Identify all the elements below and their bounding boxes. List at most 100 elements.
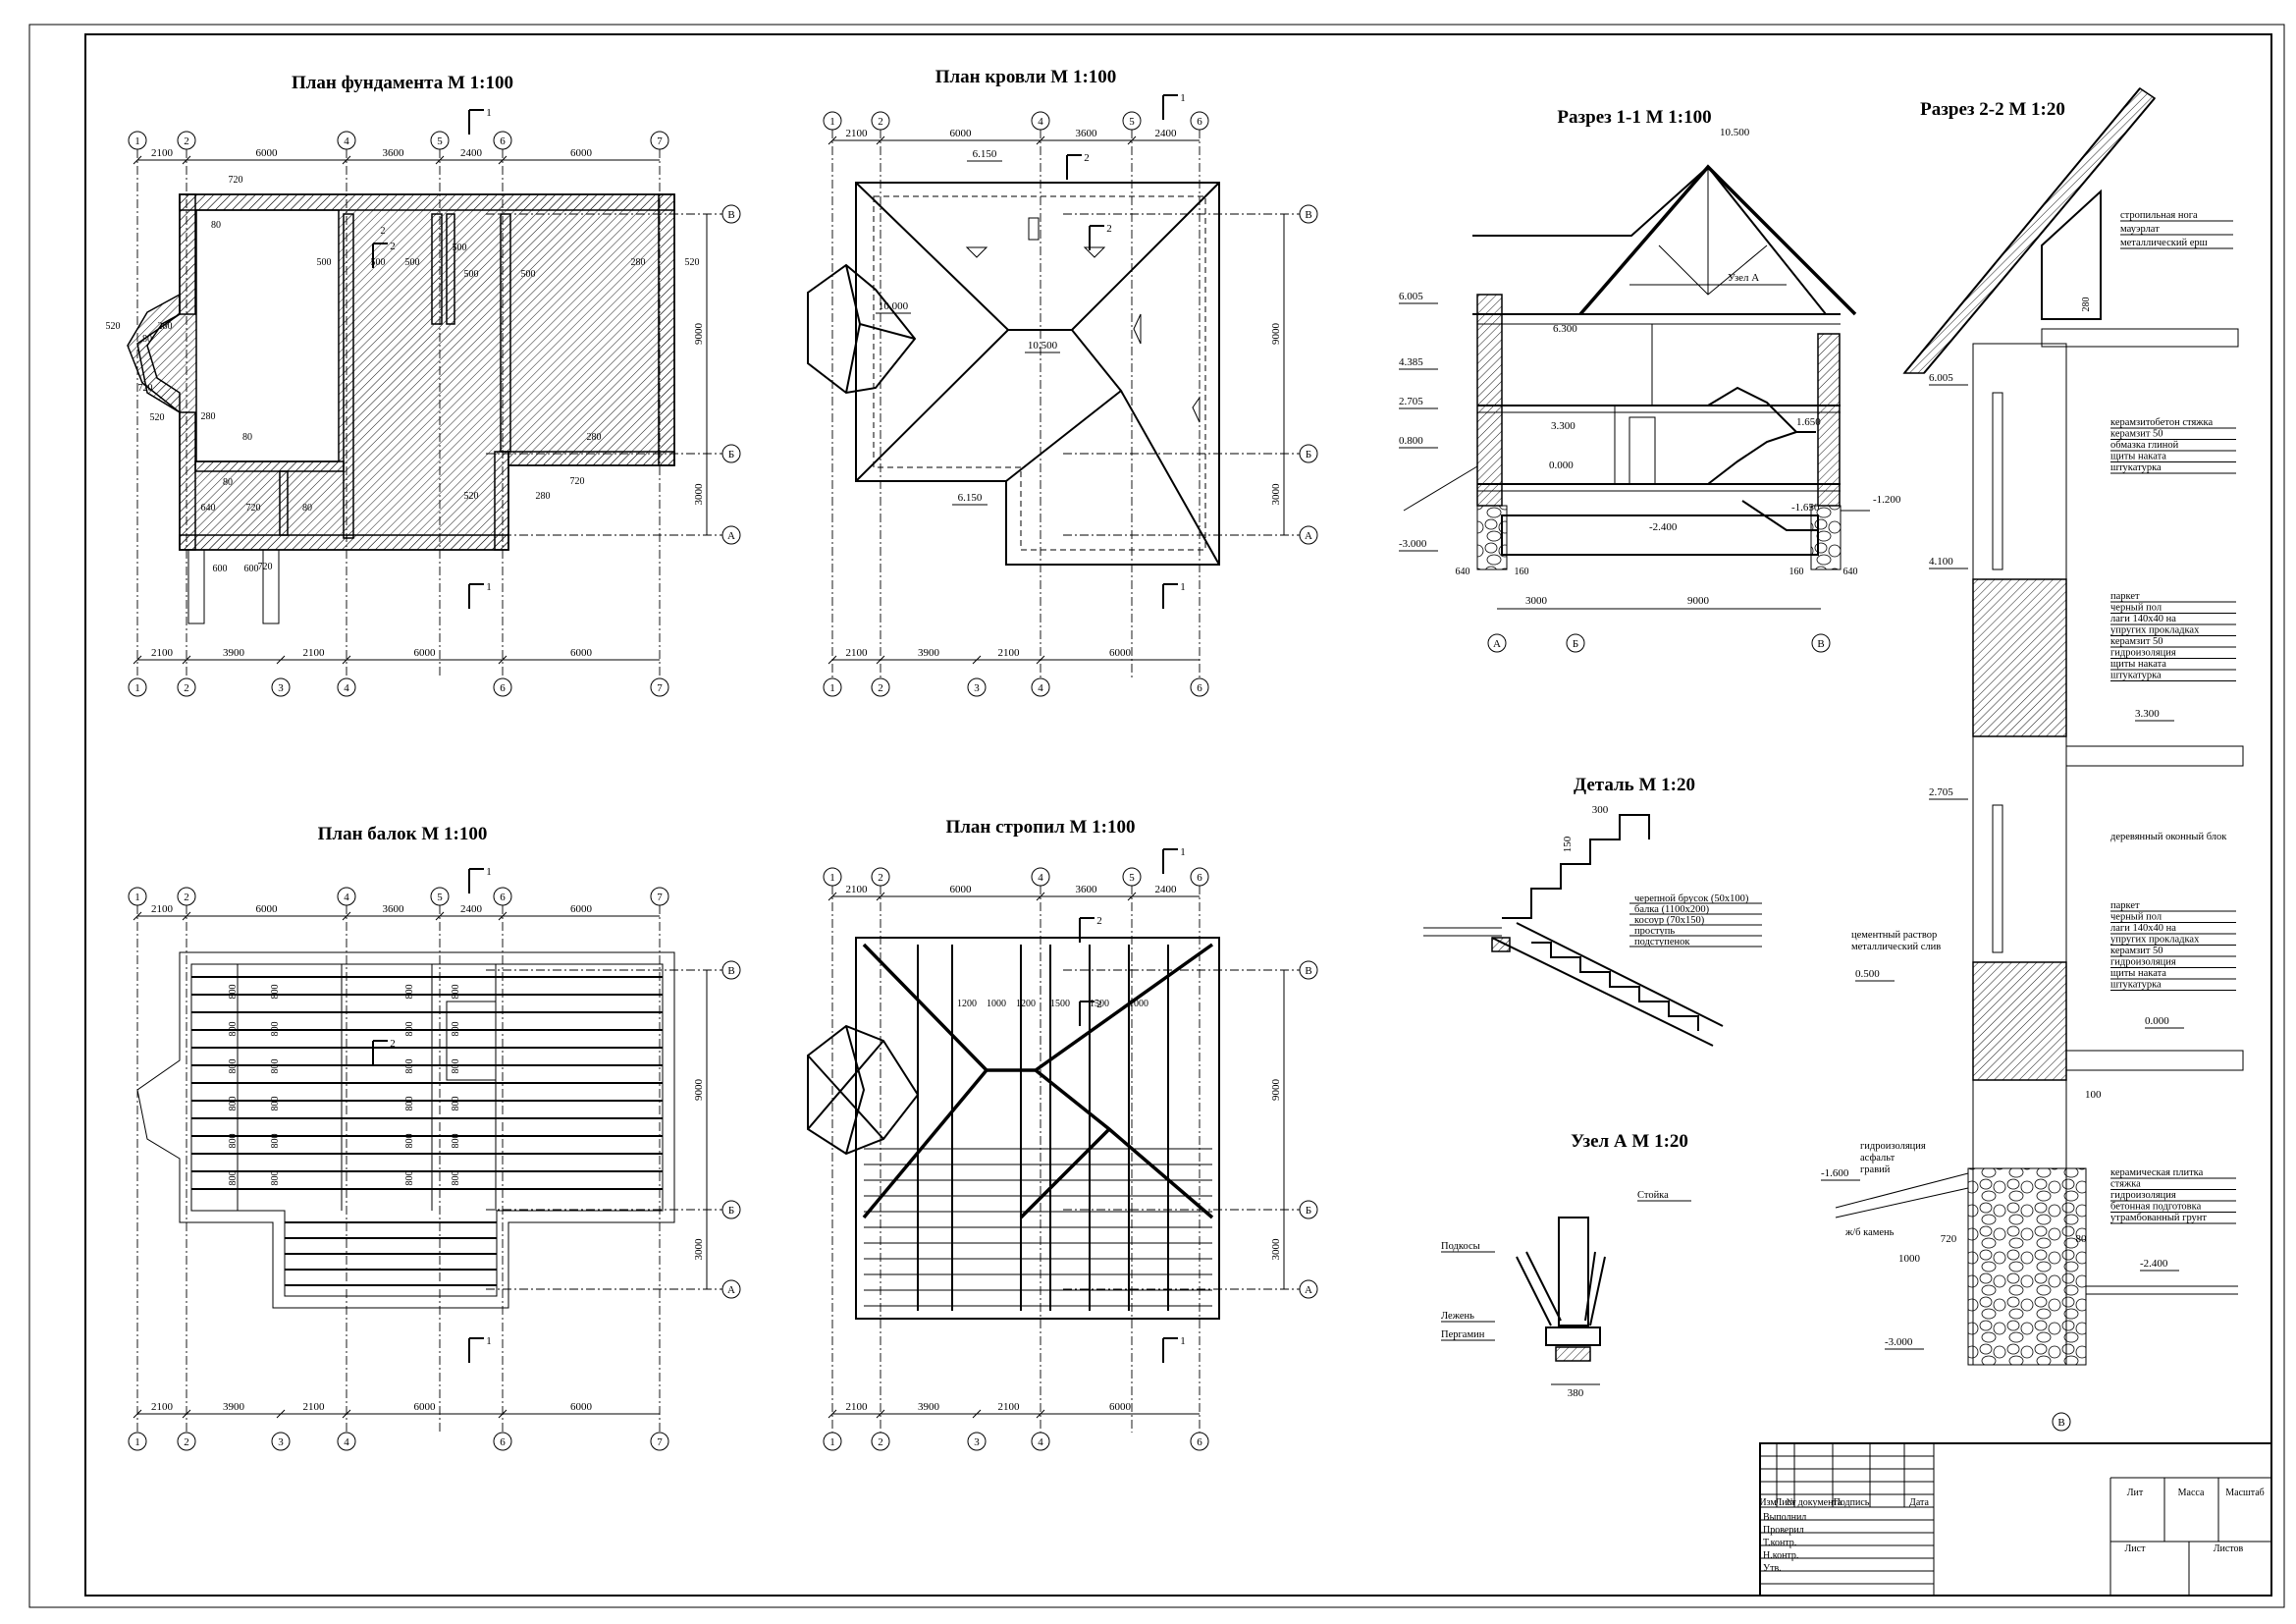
tick (1127, 892, 1137, 901)
tick (876, 655, 885, 665)
tick (133, 655, 142, 665)
axis-row-label: А (727, 530, 735, 542)
dim-bottom: 2100 (998, 1401, 1021, 1413)
detail-layer-label: черепной брусок (50x100) (1634, 893, 1749, 904)
stamp-row-label: Проверил (1763, 1525, 1804, 1536)
node-a: Узел А М 1:20 СтойкаПодкосыЛеженьПергами… (1441, 1131, 1691, 1399)
sec22-layer-3: керамзит 50 (2110, 946, 2163, 956)
foundation-dim-label: 600 (244, 564, 259, 574)
tick (876, 892, 885, 901)
axis-bottom-circle (1190, 1432, 1209, 1451)
beam-spacing-label: 800 (404, 1097, 415, 1111)
sec22-elevation: 6.005 (1929, 372, 1953, 384)
sec22-layer-3: штукатурка (2110, 980, 2162, 991)
tick (498, 655, 507, 665)
tick (972, 655, 982, 665)
axis-bottom-label: 6 (500, 1436, 506, 1448)
roof-elevation: 6.150 (958, 492, 983, 504)
foundation-dim-label: 500 (521, 269, 536, 280)
stamp-grid-right (1933, 1443, 2271, 1596)
stamp-col-header: Подпись (1834, 1497, 1870, 1508)
dim-top: 6000 (950, 128, 973, 139)
axis-bottom-label: 2 (878, 1436, 883, 1448)
section11-rafters (1578, 164, 1857, 316)
dim-vertical-2: 3000 (693, 483, 705, 506)
stamp-col-header: Лист (1776, 1497, 1797, 1508)
foundation-wall-left-bottom (179, 411, 196, 551)
axis-bottom-label: 1 (829, 682, 835, 694)
beam-spacing-label: 800 (270, 1022, 281, 1037)
foundation-dim-label: 500 (453, 243, 467, 253)
axis-top-label: 4 (344, 892, 349, 903)
sec22-layer-1: штукатурка (2110, 462, 2162, 473)
sec22-layer-2: штукатурка (2110, 671, 2162, 681)
outer-frame (28, 24, 2285, 1608)
tick (342, 911, 351, 921)
axis-bottom-circle (967, 677, 987, 697)
axis-bottom-label: 7 (657, 1436, 663, 1448)
sec11-elev-right: -1.200 (1873, 494, 1901, 506)
sec22-elevation: 3.300 (2135, 708, 2160, 720)
dim-top: 6000 (256, 147, 279, 159)
dim-bottom: 3900 (918, 647, 940, 659)
section11-stair (1707, 386, 1818, 531)
axis-bottom-circle (493, 677, 512, 697)
tick (1036, 892, 1045, 901)
section11-lean-to (1472, 165, 1829, 315)
sec22-floor-layer: бетонная подготовка (2110, 1202, 2202, 1213)
section11-door (1629, 416, 1656, 485)
axis-bottom-label: 4 (344, 682, 349, 694)
sec22-cement-label: металлический слив (1851, 942, 1941, 952)
dim-top: 2400 (1155, 884, 1178, 895)
foundation-cut-marks: 1 1 2 (372, 107, 492, 609)
sec22-axis-circle (2052, 1412, 2071, 1432)
section11-title: Разрез 1-1 М 1:100 (1557, 107, 1711, 128)
sec22-layer-3: черный пол (2110, 912, 2162, 923)
axis-top-label: 6 (1197, 116, 1202, 128)
axis-row-label: В (727, 965, 734, 977)
cut-label: 1 (486, 866, 492, 878)
axis-bottom-circle (493, 1432, 512, 1451)
axis-bottom-circle (650, 677, 669, 697)
beam-spacing-label: 800 (228, 1097, 239, 1111)
foundation-dim-label: 80 (242, 432, 252, 443)
cut-label: 1 (1180, 1335, 1186, 1347)
axis-bottom-label: 6 (1197, 1436, 1202, 1448)
dim-vertical-2: 3000 (1270, 1238, 1282, 1261)
sec22-dim-100: 100 (2085, 1089, 2102, 1101)
foundation-dim-label: 500 (371, 257, 386, 268)
sec22-layer-1: щиты наката (2110, 452, 2166, 462)
dim-bottom: 2100 (846, 1401, 869, 1413)
rafter-lines (864, 945, 1212, 1311)
sec11-elev-left: 0.800 (1399, 435, 1423, 447)
dim-bottom: 2100 (303, 1401, 326, 1413)
beam-spacing-label: 800 (228, 1134, 239, 1149)
sec22-top-label: мауэрлат (2120, 224, 2160, 235)
tick (972, 1409, 982, 1419)
beam-spacing-label: 800 (404, 1022, 415, 1037)
axis-bottom-circle (1031, 677, 1050, 697)
detail-lower-steps (1531, 942, 1699, 1031)
sec11-node-label: Узел А (1728, 272, 1759, 284)
foundation-dim-label: 600 (213, 564, 228, 574)
cut-label: 2 (390, 241, 396, 252)
nodeA-label: Подкосы (1441, 1241, 1480, 1252)
axis-bottom-circle (128, 1432, 147, 1451)
dim-bottom: 2100 (151, 1401, 174, 1413)
axis-bottom-label: 1 (134, 1436, 140, 1448)
section22-eaves-box (2041, 189, 2102, 320)
foundation-dim-label: 720 (570, 476, 585, 487)
tick (133, 1409, 142, 1419)
beam-spacing-label: 800 (228, 985, 239, 1000)
nodeA-base (1555, 1346, 1591, 1362)
dim-top: 6000 (256, 903, 279, 915)
detail-layer-label: балка (1100x200) (1634, 904, 1710, 915)
sec22-floor-layer: стяжка (2110, 1179, 2141, 1190)
cut-label: 1 (486, 107, 492, 119)
cut-label: 1 (486, 581, 492, 593)
